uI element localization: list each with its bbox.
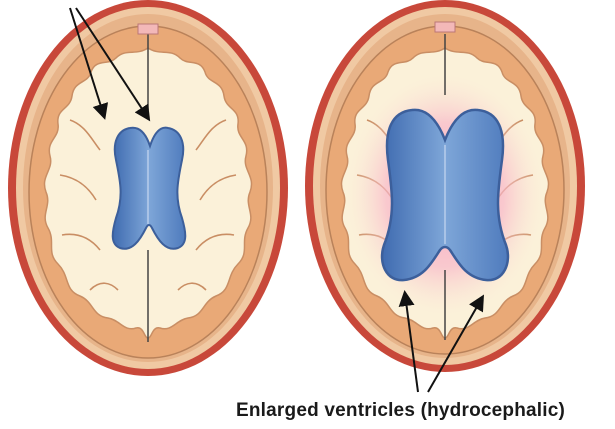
hydrocephalic-brain-section xyxy=(305,0,585,392)
caption-enlarged-ventricles: Enlarged ventricles (hydrocephalic) xyxy=(236,400,565,422)
normal-brain-section xyxy=(8,0,288,376)
